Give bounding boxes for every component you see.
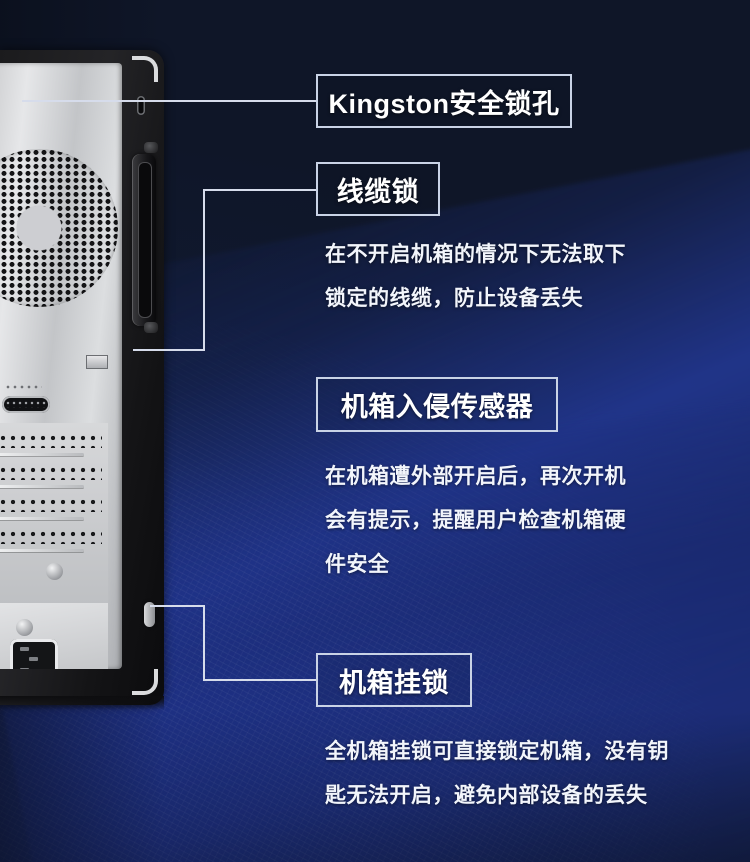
- pc-rear-photo: [0, 50, 164, 710]
- callout-chassis-intrusion-sensor: 机箱入侵传感器: [316, 377, 558, 432]
- callout-desc-intrusion-line-2: 会有提示，提醒用户检查机箱硬: [325, 509, 626, 532]
- pc-rear-panel: [0, 63, 122, 669]
- callout-title-kingston: Kingston安全锁孔: [328, 88, 560, 119]
- kingston-lock-slot-icon: [137, 96, 145, 115]
- leader-line-padlock-vertical: [203, 605, 205, 680]
- callout-desc-cable-lock-line-1: 在不开启机箱的情况下无法取下: [325, 243, 626, 266]
- callout-title-chassis-intrusion-sensor: 机箱入侵传感器: [340, 392, 534, 422]
- leader-line-padlock-left: [150, 605, 205, 607]
- leader-line-cable-lock-vertical: [203, 189, 205, 350]
- thumbscrew-top: [144, 142, 158, 153]
- callout-kingston-security-lock-slot: Kingston安全锁孔: [316, 74, 572, 128]
- corner-hook-bottom: [132, 669, 158, 695]
- padlock-loop-icon: [144, 602, 155, 627]
- leader-line-cable-lock-top: [203, 189, 316, 191]
- callout-desc-intrusion-line-1: 在机箱遭外部开启后，再次开机: [325, 465, 626, 488]
- photo-bottom-fade: [0, 696, 164, 710]
- callout-title-cable-lock: 线缆锁: [336, 176, 420, 207]
- callout-desc-padlock-line-1: 全机箱挂锁可直接锁定机箱，没有钥: [325, 740, 669, 763]
- power-connector-icon: [10, 639, 58, 669]
- leader-line-kingston: [22, 100, 316, 102]
- thumbscrew-bottom: [144, 322, 158, 333]
- chassis-handle-inner: [138, 162, 152, 318]
- callout-cable-lock: 线缆锁: [316, 162, 440, 216]
- serial-port-pins: [6, 401, 46, 408]
- serial-port-label: [6, 385, 42, 391]
- chassis-intrusion-switch: [86, 355, 108, 369]
- leader-line-padlock-right: [203, 679, 316, 681]
- callout-chassis-padlock: 机箱挂锁: [316, 653, 472, 707]
- corner-hook-top: [132, 56, 158, 82]
- callout-desc-cable-lock-line-2: 锁定的线缆，防止设备丢失: [325, 287, 583, 310]
- callout-title-chassis-padlock: 机箱挂锁: [339, 667, 449, 698]
- callout-desc-padlock-line-2: 匙无法开启，避免内部设备的丢失: [325, 784, 648, 807]
- expansion-slot-area: [0, 423, 108, 613]
- leader-line-cable-lock-bottom: [133, 349, 205, 351]
- callout-desc-intrusion-line-3: 件安全: [325, 553, 390, 576]
